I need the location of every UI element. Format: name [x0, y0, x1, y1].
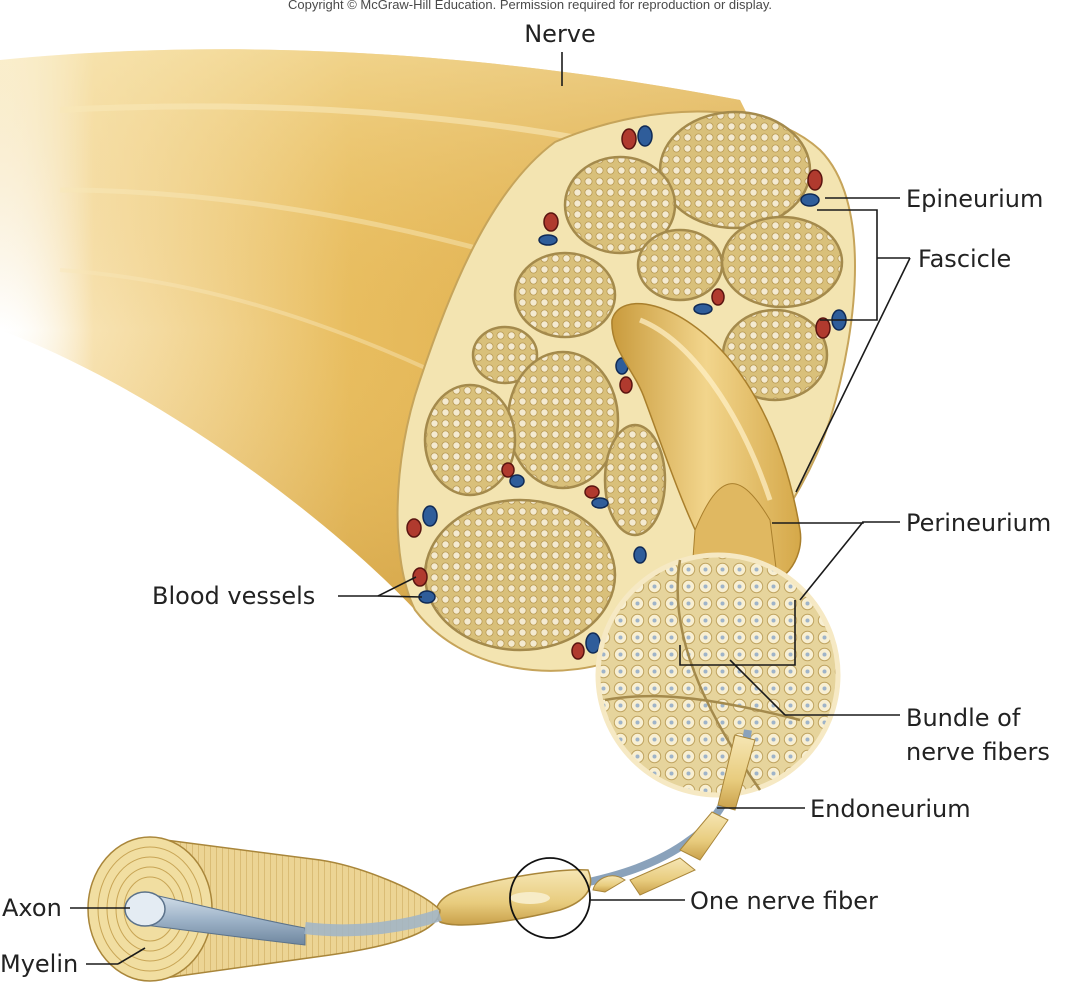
label-fascicle: Fascicle: [918, 245, 1011, 273]
label-epineurium: Epineurium: [906, 185, 1043, 213]
label-axon: Axon: [2, 894, 62, 922]
axon-end: [125, 892, 165, 926]
label-myelin: Myelin: [0, 950, 78, 978]
myelinated-fiber: [88, 837, 440, 981]
label-bundle-line1: Bundle of: [906, 704, 1021, 732]
label-blood-vessels: Blood vessels: [152, 582, 315, 610]
copyright-text: Copyright © McGraw-Hill Education. Permi…: [288, 0, 772, 12]
label-nerve: Nerve: [524, 20, 596, 48]
label-endoneurium: Endoneurium: [810, 795, 971, 823]
label-bundle-line2: nerve fibers: [906, 738, 1050, 766]
label-one-nerve-fiber: One nerve fiber: [690, 887, 878, 915]
label-perineurium: Perineurium: [906, 509, 1051, 537]
